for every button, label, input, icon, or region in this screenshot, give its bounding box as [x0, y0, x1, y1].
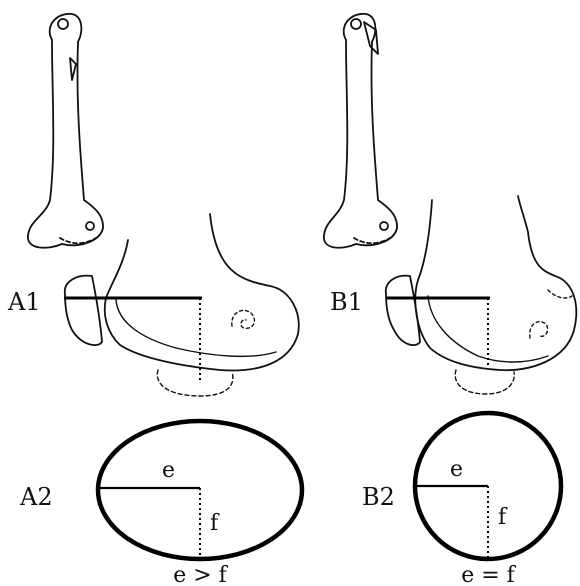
joint-section-a1 [65, 214, 299, 396]
a2-e-label: e [162, 458, 175, 483]
femur-drawing-a [28, 14, 103, 248]
joint-section-b1 [386, 196, 577, 394]
label-b2: B2 [362, 483, 395, 511]
femur-drawing-b [324, 14, 397, 248]
label-a1: A1 [7, 288, 41, 316]
b2-e-label: e [450, 457, 463, 482]
b2-f-label: f [498, 505, 508, 530]
a2-f-label: f [210, 511, 220, 536]
label-b1: B1 [330, 288, 363, 316]
a2-relation: e > f [173, 563, 228, 586]
b2-relation: e = f [461, 563, 516, 586]
label-a2: A2 [19, 483, 53, 511]
